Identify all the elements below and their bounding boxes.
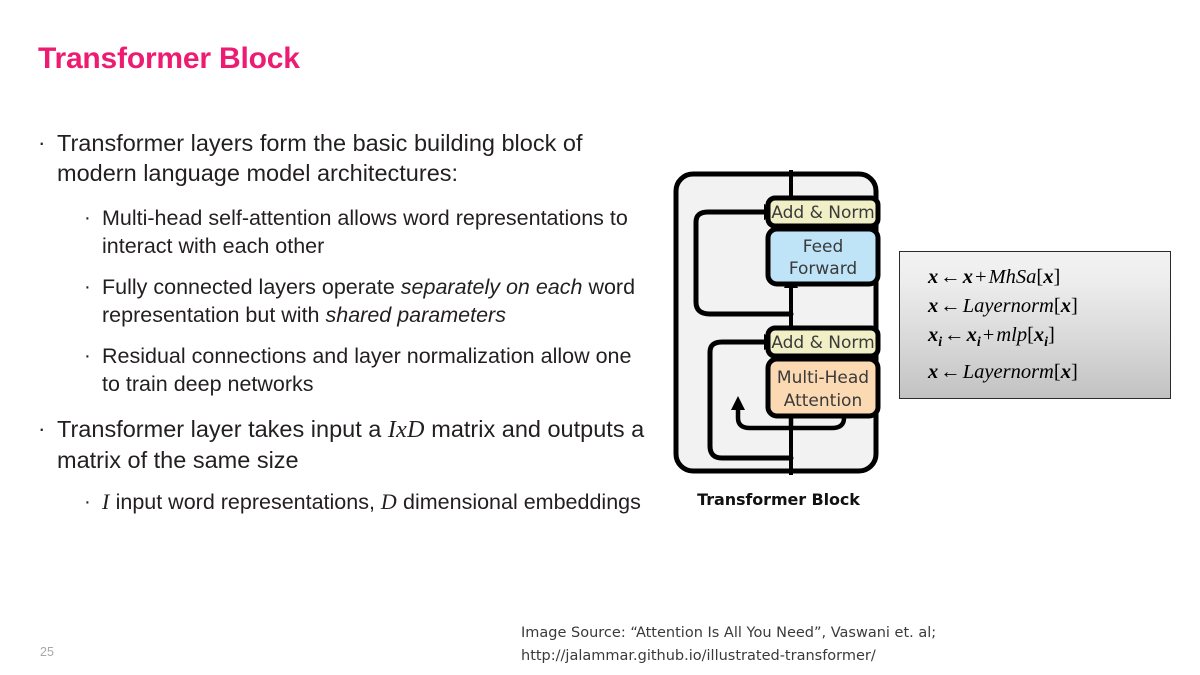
bullet-marker: ·	[84, 345, 91, 367]
equation-line-1: x←x+MhSa[x]	[928, 266, 1061, 289]
bullet-list: · Transformer layers form the basic buil…	[38, 128, 653, 519]
residual-loop-attention	[707, 339, 794, 461]
source-attribution: Image Source: “Attention Is All You Need…	[521, 622, 936, 668]
block-add-norm-bottom-label: Add & Norm	[771, 333, 874, 353]
block-attention-label-1: Multi-Head	[777, 368, 869, 388]
residual-loop-feedforward	[693, 209, 794, 317]
bullet-item-4: · Residual connections and layer normali…	[84, 342, 653, 398]
bullet-item-1: · Transformer layers form the basic buil…	[38, 128, 653, 188]
bullet-text: Fully connected layers operate separatel…	[102, 275, 636, 327]
equation-line-4: x←Layernorm[x]	[928, 360, 1078, 383]
bullet-marker: ·	[84, 491, 91, 513]
bullet-marker: ·	[84, 276, 91, 298]
attention-qkv-left	[735, 407, 794, 431]
math-symbol-d: D	[380, 489, 398, 514]
bullet-text: I input word representations, D dimensio…	[102, 489, 641, 514]
bullet-text: Transformer layers form the basic buildi…	[57, 130, 583, 186]
bullet-item-2: · Multi-head self-attention allows word …	[84, 204, 653, 260]
block-add-norm-top-label: Add & Norm	[771, 203, 874, 223]
attention-qkv-left-arrowhead	[731, 396, 745, 410]
bullet-marker: ·	[38, 416, 46, 441]
bullet-item-6: · I input word representations, D dimens…	[84, 488, 653, 516]
block-feed-forward-label-1: Feed	[803, 237, 844, 257]
bullet-item-5: · Transformer layer takes input a IxD ma…	[38, 414, 653, 475]
equation-line-3: xi←xi+mlp[xi]	[928, 324, 1055, 351]
equation-line-2: x←Layernorm[x]	[928, 295, 1078, 318]
transformer-block-diagram: Add & Norm Feed Forward Add & Norm Multi…	[672, 170, 885, 475]
block-attention-label-2: Attention	[784, 391, 862, 411]
source-line-2: http://jalammar.github.io/illustrated-tr…	[521, 648, 876, 664]
math-symbol-ixd: IxD	[387, 417, 425, 443]
bullet-marker: ·	[84, 207, 91, 229]
slide-number: 25	[40, 645, 54, 659]
bullet-text: Transformer layer takes input a IxD matr…	[57, 416, 645, 473]
block-feed-forward: Feed Forward	[765, 226, 881, 287]
block-add-norm-bottom: Add & Norm	[765, 325, 881, 359]
bullet-text: Multi-head self-attention allows word re…	[102, 206, 628, 258]
source-line-1: Image Source: “Attention Is All You Need…	[521, 625, 937, 641]
bullet-text: Residual connections and layer normaliza…	[102, 344, 632, 396]
bullet-marker: ·	[38, 130, 46, 155]
equation-panel: x←x+MhSa[x] x←Layernorm[x] xi←xi+mlp[xi]…	[899, 251, 1171, 399]
bullet-item-3: · Fully connected layers operate separat…	[84, 273, 653, 329]
block-feed-forward-label-2: Forward	[789, 259, 857, 279]
math-symbol-i: I	[102, 489, 110, 514]
block-add-norm-top: Add & Norm	[765, 195, 881, 229]
block-multi-head-attention: Multi-Head Attention	[765, 356, 881, 419]
diagram-caption: Transformer Block	[697, 490, 860, 509]
page-title: Transformer Block	[38, 42, 300, 75]
